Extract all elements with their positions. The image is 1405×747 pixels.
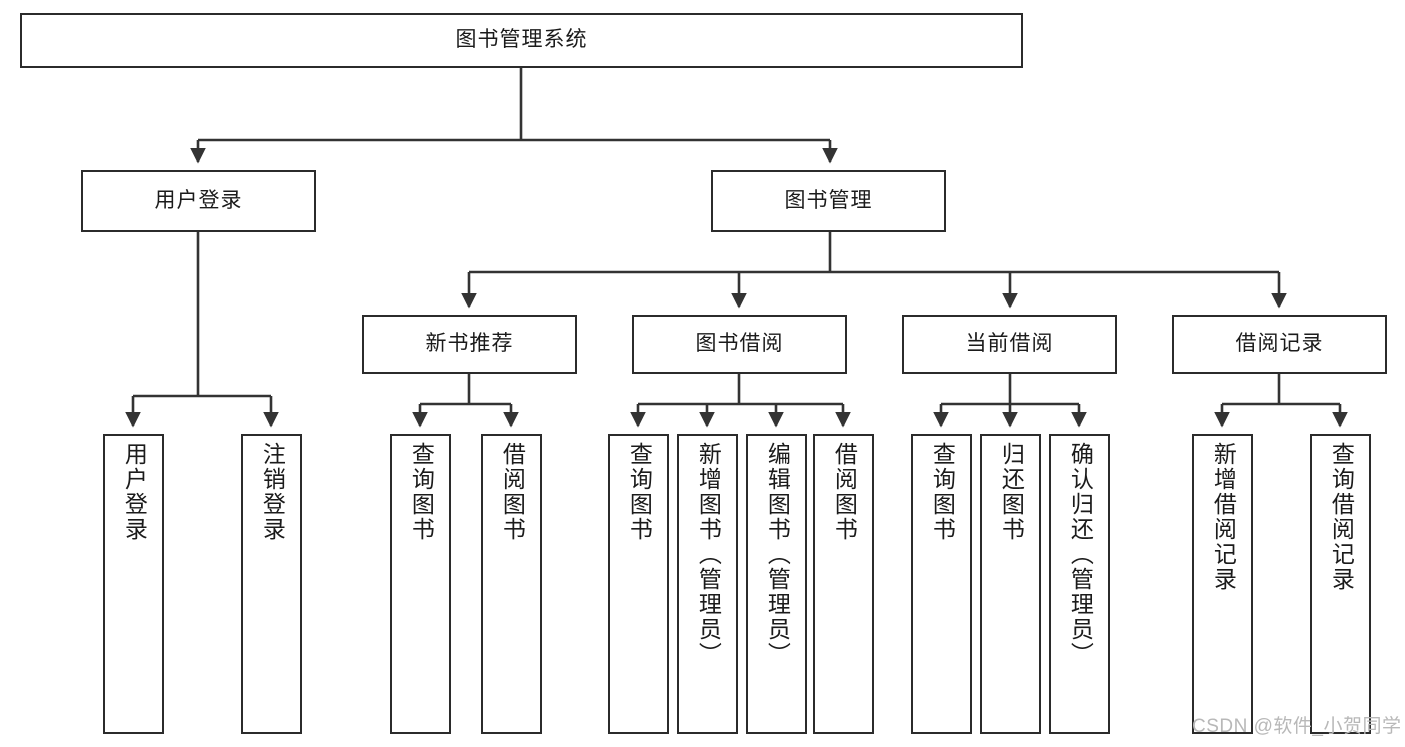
node-label: 新书推荐 — [425, 332, 514, 356]
node-label: 新增图书（管理员） — [695, 442, 722, 667]
node-label: 查询图书 — [626, 442, 653, 542]
leaf-user-login-login[interactable]: 用户登录 — [103, 434, 164, 734]
node-label: 新增借阅记录 — [1210, 442, 1237, 592]
node-borrow-record[interactable]: 借阅记录 — [1172, 315, 1387, 374]
node-label: 查询图书 — [929, 442, 956, 542]
node-label: 归还图书 — [998, 442, 1025, 542]
leaf-current-borrow-return-book[interactable]: 归还图书 — [980, 434, 1041, 734]
node-label: 用户登录 — [154, 188, 243, 212]
leaf-current-borrow-query-book[interactable]: 查询图书 — [911, 434, 972, 734]
node-label: 图书管理系统 — [455, 28, 588, 52]
node-label: 注销登录 — [259, 442, 286, 542]
leaf-borrow-record-query-record[interactable]: 查询借阅记录 — [1310, 434, 1371, 734]
leaf-borrow-record-add-record[interactable]: 新增借阅记录 — [1192, 434, 1253, 734]
node-label: 确认归还（管理员） — [1067, 442, 1094, 667]
node-label: 用户登录 — [121, 442, 148, 542]
node-new-book-recommend[interactable]: 新书推荐 — [362, 315, 577, 374]
leaf-book-borrow-query-book[interactable]: 查询图书 — [608, 434, 669, 734]
node-label: 图书借阅 — [695, 332, 784, 356]
leaf-book-borrow-borrow-book[interactable]: 借阅图书 — [813, 434, 874, 734]
node-label: 查询借阅记录 — [1328, 442, 1355, 592]
leaf-new-book-query-book[interactable]: 查询图书 — [390, 434, 451, 734]
leaf-book-borrow-edit-book-admin[interactable]: 编辑图书（管理员） — [746, 434, 807, 734]
leaf-book-borrow-add-book-admin[interactable]: 新增图书（管理员） — [677, 434, 738, 734]
leaf-user-login-logout[interactable]: 注销登录 — [241, 434, 302, 734]
node-label: 编辑图书（管理员） — [764, 442, 791, 667]
node-label: 借阅记录 — [1235, 332, 1324, 356]
csdn-watermark: CSDN @软件_小贺同学 — [1192, 716, 1402, 737]
node-current-borrow[interactable]: 当前借阅 — [902, 315, 1117, 374]
node-book-borrow[interactable]: 图书借阅 — [632, 315, 847, 374]
node-root-book-management-system[interactable]: 图书管理系统 — [20, 13, 1023, 68]
node-book-management[interactable]: 图书管理 — [711, 170, 946, 232]
node-label: 借阅图书 — [831, 442, 858, 542]
node-label: 借阅图书 — [499, 442, 526, 542]
leaf-new-book-borrow-book[interactable]: 借阅图书 — [481, 434, 542, 734]
node-user-login[interactable]: 用户登录 — [81, 170, 316, 232]
leaf-current-borrow-confirm-return-admin[interactable]: 确认归还（管理员） — [1049, 434, 1110, 734]
node-label: 查询图书 — [408, 442, 435, 542]
node-label: 图书管理 — [784, 188, 873, 212]
node-label: 当前借阅 — [965, 332, 1054, 356]
